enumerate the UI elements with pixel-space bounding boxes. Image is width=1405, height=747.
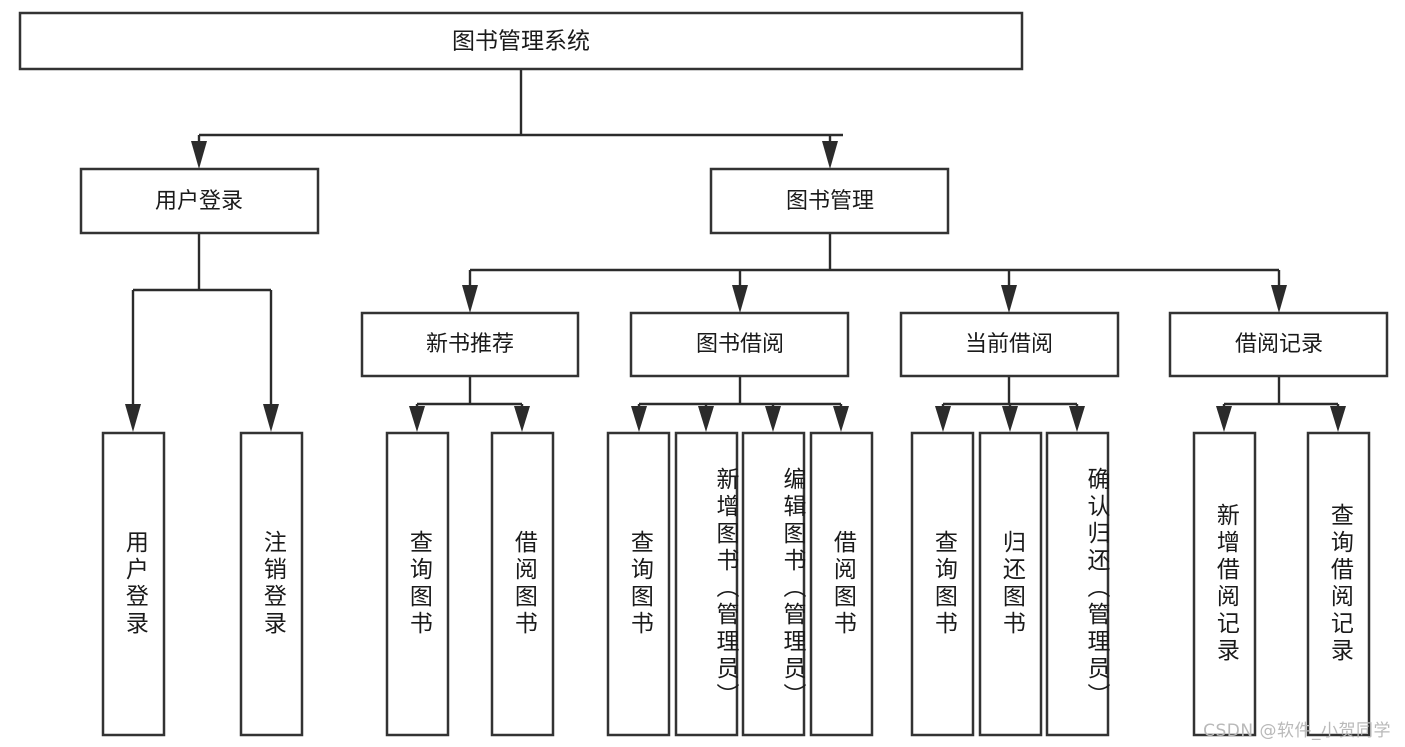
arrow-head-leaf-bb-3 <box>765 406 781 432</box>
node-book-borrow[interactable]: 图书借阅 <box>629 311 850 378</box>
node-root-box[interactable] <box>18 11 1024 71</box>
node-new-book-recommend[interactable]: 新书推荐 <box>360 311 580 378</box>
node-current-borrow-label: 当前借阅 <box>965 332 1053 357</box>
node-borrow-record[interactable]: 借阅记录 <box>1168 311 1389 378</box>
node-root[interactable]: 图书管理系统 <box>18 11 1024 71</box>
node-new-book-recommend-label: 新书推荐 <box>426 332 514 357</box>
arrow-head-leaf-bb-2 <box>698 406 714 432</box>
node-book-management[interactable]: 图书管理 <box>709 167 950 235</box>
csdn-watermark: CSDN @软件_小贺同学 <box>1203 721 1391 741</box>
leaf-box-cb-2[interactable] <box>978 431 1043 737</box>
node-book-borrow-box[interactable] <box>629 311 850 378</box>
leaf-box-cb-1[interactable] <box>910 431 975 737</box>
arrow-head-leaf-cb-2 <box>1002 406 1018 432</box>
node-current-borrow[interactable]: 当前借阅 <box>899 311 1120 378</box>
leaf-box-nbr-1[interactable] <box>385 431 450 737</box>
connector-group-borrow-record <box>1216 376 1346 432</box>
arrow-head-current-borrow <box>1001 285 1017 313</box>
leaf-box-br-1[interactable] <box>1192 431 1257 737</box>
connector-group-root <box>191 69 843 169</box>
arrow-head-leaf-br-1 <box>1216 406 1232 432</box>
leaf-box-bb-3[interactable] <box>741 431 806 737</box>
node-book-management-box[interactable] <box>709 167 950 235</box>
leaf-box-user-login-2[interactable] <box>239 431 304 737</box>
leaf-box-user-login-1[interactable] <box>101 431 166 737</box>
arrow-head-book-mgmt <box>822 141 838 169</box>
node-borrow-record-box[interactable] <box>1168 311 1389 378</box>
node-user-login-label: 用户登录 <box>155 189 243 214</box>
leaf-box-nbr-2[interactable] <box>490 431 555 737</box>
arrow-head-leaf-bb-1 <box>631 406 647 432</box>
connector-group-new-book-recommend <box>409 376 530 432</box>
node-user-login-box[interactable] <box>79 167 320 235</box>
arrow-head-leaf-user-login-1 <box>125 404 141 432</box>
arrow-head-borrow-record <box>1271 285 1287 313</box>
leaf-box-bb-4[interactable] <box>809 431 874 737</box>
arrow-head-new-book-recommend <box>462 285 478 313</box>
node-book-borrow-label: 图书借阅 <box>696 332 784 357</box>
arrow-head-leaf-nbr-2 <box>514 406 530 432</box>
connector-group-book-mgmt <box>462 233 1287 313</box>
arrow-head-leaf-cb-1 <box>935 406 951 432</box>
arrow-head-user-login <box>191 141 207 169</box>
node-root-label: 图书管理系统 <box>452 29 590 55</box>
node-user-login[interactable]: 用户登录 <box>79 167 320 235</box>
arrow-head-leaf-bb-4 <box>833 406 849 432</box>
node-book-management-label: 图书管理 <box>786 189 874 214</box>
node-borrow-record-label: 借阅记录 <box>1235 332 1323 357</box>
node-current-borrow-box[interactable] <box>899 311 1120 378</box>
arrow-head-leaf-br-2 <box>1330 406 1346 432</box>
connector-group-user-login <box>125 233 279 432</box>
leaf-box-cb-3[interactable] <box>1045 431 1110 737</box>
leaf-box-bb-1[interactable] <box>606 431 671 737</box>
arrow-head-leaf-cb-3 <box>1069 406 1085 432</box>
connector-group-book-borrow <box>631 376 849 432</box>
leaf-box-bb-2[interactable] <box>674 431 739 737</box>
arrow-head-book-borrow <box>732 285 748 313</box>
arrow-head-leaf-nbr-1 <box>409 406 425 432</box>
arrow-head-leaf-user-login-2 <box>263 404 279 432</box>
node-new-book-recommend-box[interactable] <box>360 311 580 378</box>
connector-group-current-borrow <box>935 376 1085 432</box>
leaf-box-br-2[interactable] <box>1306 431 1371 737</box>
